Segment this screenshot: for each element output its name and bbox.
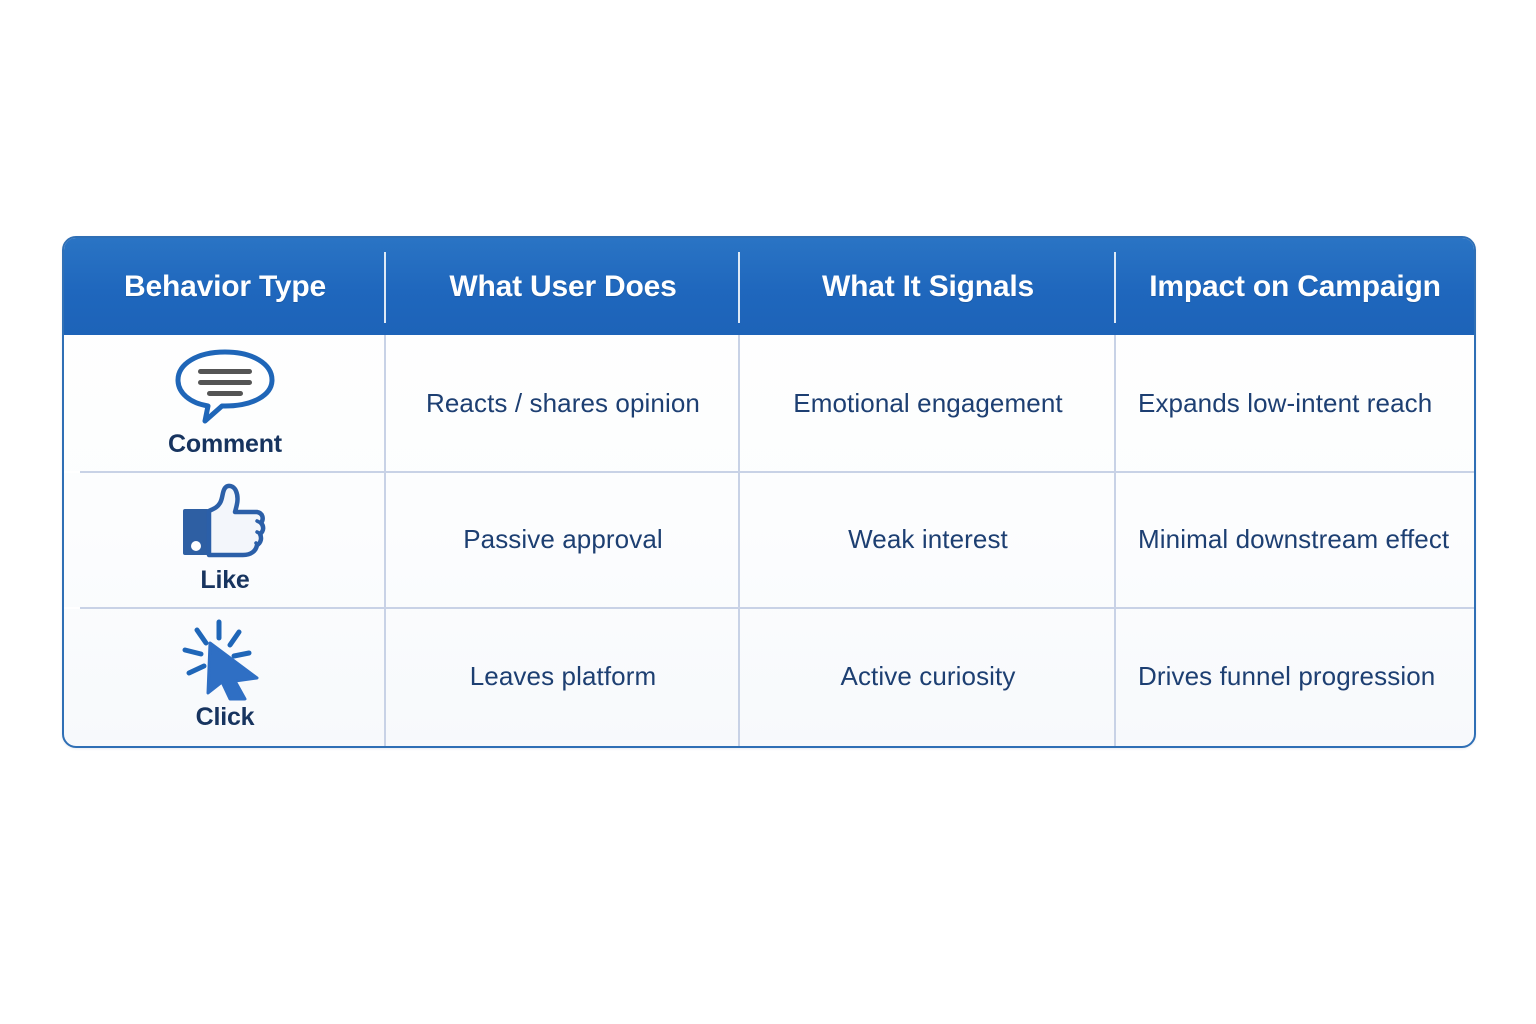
row-divider — [64, 607, 1474, 609]
table-row: Click Leaves platform Active curiosity D… — [64, 607, 1474, 746]
what-it-signals-cell: Weak interest — [848, 523, 1008, 554]
row-divider — [64, 471, 1474, 473]
what-it-signals-cell: Active curiosity — [840, 661, 1016, 691]
header-column-divider — [738, 252, 740, 323]
behavior-cell-click: Click — [64, 607, 386, 746]
behavior-label: Comment — [168, 429, 282, 458]
column-header-label: Impact on Campaign — [1149, 269, 1441, 303]
column-header-impact-on-campaign: Impact on Campaign — [1116, 238, 1474, 335]
comment-bubble-icon — [171, 348, 279, 424]
thumbs-up-icon — [177, 483, 273, 560]
behavior-label: Click — [195, 703, 255, 731]
behavior-cell-like: Like — [64, 471, 386, 607]
impact-on-campaign-cell: Expands low-intent reach — [1138, 387, 1433, 418]
table-body: Comment Reacts / shares opinion Emotiona… — [64, 335, 1474, 746]
behavior-label: Like — [200, 565, 250, 594]
column-header-what-user-does: What User Does — [386, 238, 740, 335]
what-user-does-cell: Leaves platform — [469, 661, 657, 691]
row-divider-inset — [64, 471, 80, 473]
column-header-label: What It Signals — [821, 269, 1034, 303]
what-user-does-cell: Reacts / shares opinion — [425, 387, 700, 418]
what-it-signals-cell: Emotional engagement — [793, 387, 1063, 418]
what-user-does-cell: Passive approval — [463, 523, 663, 554]
table-row: Comment Reacts / shares opinion Emotiona… — [64, 335, 1474, 471]
body-column-divider — [1114, 335, 1116, 746]
column-header-behavior-type: Behavior Type — [64, 238, 386, 335]
body-column-divider — [384, 335, 386, 746]
column-header-what-it-signals: What It Signals — [740, 238, 1116, 335]
header-column-divider — [384, 252, 386, 323]
table-row: Like Passive approval Weak interest Mini… — [64, 471, 1474, 607]
column-header-label: What User Does — [449, 269, 677, 303]
column-header-label: Behavior Type — [124, 269, 326, 303]
table-header-row: Behavior Type What User Does What It Sig… — [64, 238, 1474, 335]
impact-on-campaign-cell: Minimal downstream effect — [1138, 523, 1450, 554]
header-column-divider — [1114, 252, 1116, 323]
behavior-comparison-table: Behavior Type What User Does What It Sig… — [62, 236, 1476, 748]
impact-on-campaign-cell: Drives funnel progression — [1138, 661, 1436, 691]
click-cursor-icon — [175, 619, 275, 701]
row-divider-inset — [64, 607, 80, 609]
body-column-divider — [738, 335, 740, 746]
behavior-cell-comment: Comment — [64, 335, 386, 471]
